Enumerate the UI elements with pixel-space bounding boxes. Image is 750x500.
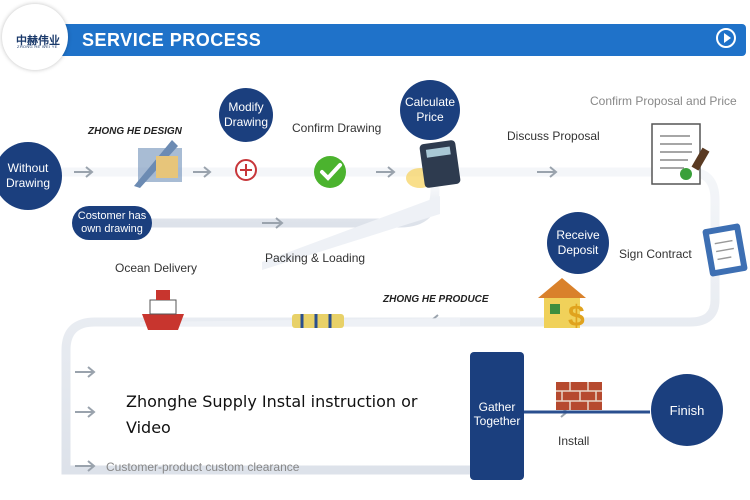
customer-own-drawing-node: Costomer has own drawing (72, 206, 152, 240)
arrow-icon (75, 406, 96, 418)
arrow-icon (75, 460, 96, 472)
light-beam (262, 196, 440, 270)
arrow-icon (74, 166, 94, 178)
logo (2, 4, 68, 70)
calculator-icon (406, 140, 461, 188)
logo-subtext: ZHONG HE WEI YE (17, 44, 58, 49)
ship-icon (142, 290, 184, 330)
checkmark-icon (314, 156, 346, 188)
page-title: SERVICE PROCESS (82, 30, 262, 50)
contract-clipboard-icon (702, 223, 748, 277)
play-icon[interactable] (716, 28, 736, 48)
brick-wall-icon (556, 382, 602, 410)
confirm-proposal-label: Confirm Proposal and Price (590, 94, 737, 108)
supply-instruction-text-video: Video (126, 418, 171, 437)
plus-circle-icon (235, 159, 257, 181)
design-tools-icon (134, 140, 182, 188)
ocean-delivery-label: Ocean Delivery (115, 261, 198, 275)
gather-together-box (470, 352, 524, 480)
flow-track-top (35, 167, 720, 475)
supply-instruction-text: Zhonghe Supply Instal instruction or (126, 392, 418, 411)
install-label: Install (558, 434, 590, 448)
arrow-icon (376, 166, 396, 178)
gather-together-label: Gather Together (473, 400, 521, 428)
logo-text: 中赫伟业 (16, 35, 60, 47)
receive-deposit-node: Receive Deposit (547, 212, 609, 274)
arrow-icon (262, 217, 284, 229)
without-drawing-node: Without Drawing (0, 142, 62, 210)
finish-node: Finish (651, 374, 723, 446)
calculate-price-node: Calculate Price (400, 80, 460, 140)
svg-text:$: $ (568, 300, 585, 333)
confirm-drawing-label: Confirm Drawing (292, 121, 382, 135)
header-bar (58, 24, 746, 56)
packing-loading-label: Packing & Loading (265, 251, 366, 265)
proposal-document-icon (651, 123, 710, 185)
customer-clearance-label: Customer-product custom clearance (106, 460, 300, 474)
packed-goods-icon (292, 314, 344, 328)
arrow-icon (193, 166, 212, 178)
arrow-icon (537, 166, 558, 178)
modify-drawing-node: Modify Drawing (219, 88, 273, 142)
discuss-proposal-label: Discuss Proposal (507, 129, 600, 143)
zhong-he-design-label: ZHONG HE DESIGN (88, 126, 182, 137)
sign-contract-label: Sign Contract (619, 247, 692, 261)
house-dollar-icon: $ (538, 278, 586, 333)
arrow-icon (75, 366, 96, 378)
zhong-he-produce-label: ZHONG HE PRODUCE (383, 294, 489, 305)
